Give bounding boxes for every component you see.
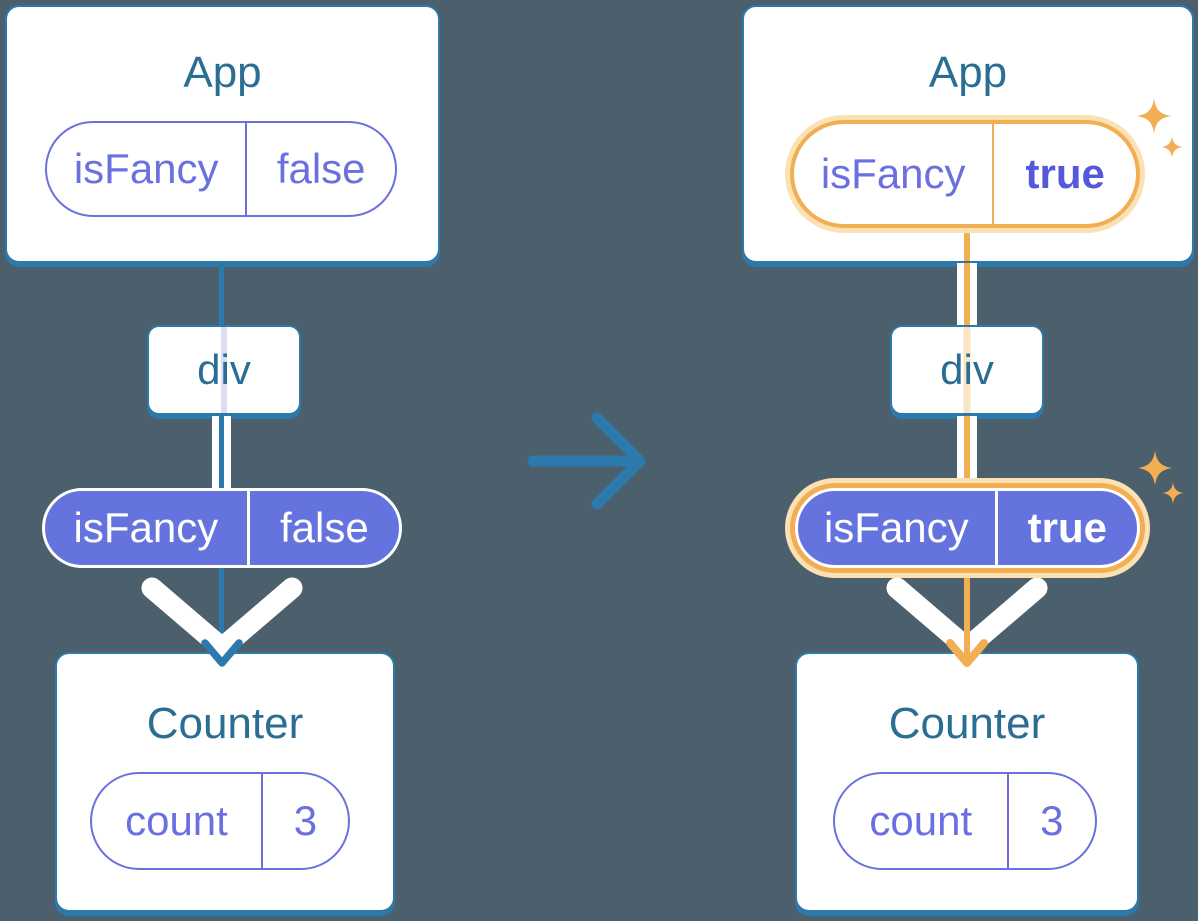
div-label: div <box>197 346 251 393</box>
state-key: isFancy <box>47 123 248 215</box>
prop-thread <box>963 327 971 413</box>
arrow-down-icon <box>201 639 243 667</box>
state-key: count <box>92 774 263 868</box>
counter-card: Counter count 3 <box>795 652 1139 912</box>
div-label: div <box>940 346 994 393</box>
counter-title: Counter <box>146 699 304 748</box>
arrow-down-icon <box>141 577 303 659</box>
state-key: count <box>835 774 1009 868</box>
counter-card: Counter count 3 <box>55 652 395 912</box>
app-card: App isFancy true <box>742 5 1194 263</box>
sparkle-icon <box>1136 98 1172 134</box>
sparkle-icon <box>1161 136 1183 158</box>
div-node: div <box>147 325 301 415</box>
prop-value: false <box>280 504 369 551</box>
prop-flow-pipe <box>957 263 977 327</box>
sparkle-icon <box>1137 450 1173 486</box>
state-value: false <box>276 145 366 192</box>
tree-edge <box>219 564 224 658</box>
arrow-down-icon <box>946 639 988 667</box>
state-key: isFancy <box>794 124 995 224</box>
state-pill: count 3 <box>90 772 350 870</box>
sparkle-icon <box>1162 482 1184 504</box>
tree-edge <box>219 264 224 328</box>
counter-title: Counter <box>888 699 1046 748</box>
prop-thread <box>964 228 970 261</box>
state-value: true <box>1025 150 1105 197</box>
state-pill: count 3 <box>833 772 1097 870</box>
prop-thread <box>221 327 227 413</box>
prop-pill: isFancy false <box>42 488 402 568</box>
prop-key: isFancy <box>45 491 250 565</box>
state-value: 3 <box>293 797 318 844</box>
prop-thread <box>964 564 970 658</box>
arrow-right-icon <box>527 412 646 510</box>
state-pill: isFancy false <box>45 121 397 217</box>
prop-flow-pipe <box>957 416 977 490</box>
app-title: App <box>928 48 1008 97</box>
state-pill-highlighted: isFancy true <box>790 120 1140 228</box>
app-card: App isFancy false <box>5 5 440 263</box>
prop-pill-highlighted: isFancy true <box>795 488 1140 568</box>
state-value: 3 <box>1040 797 1064 844</box>
prop-key: isFancy <box>798 491 998 565</box>
prop-value: true <box>1027 504 1107 551</box>
prop-flow-pipe <box>212 416 231 490</box>
app-title: App <box>183 48 262 97</box>
div-node: div <box>890 325 1044 415</box>
